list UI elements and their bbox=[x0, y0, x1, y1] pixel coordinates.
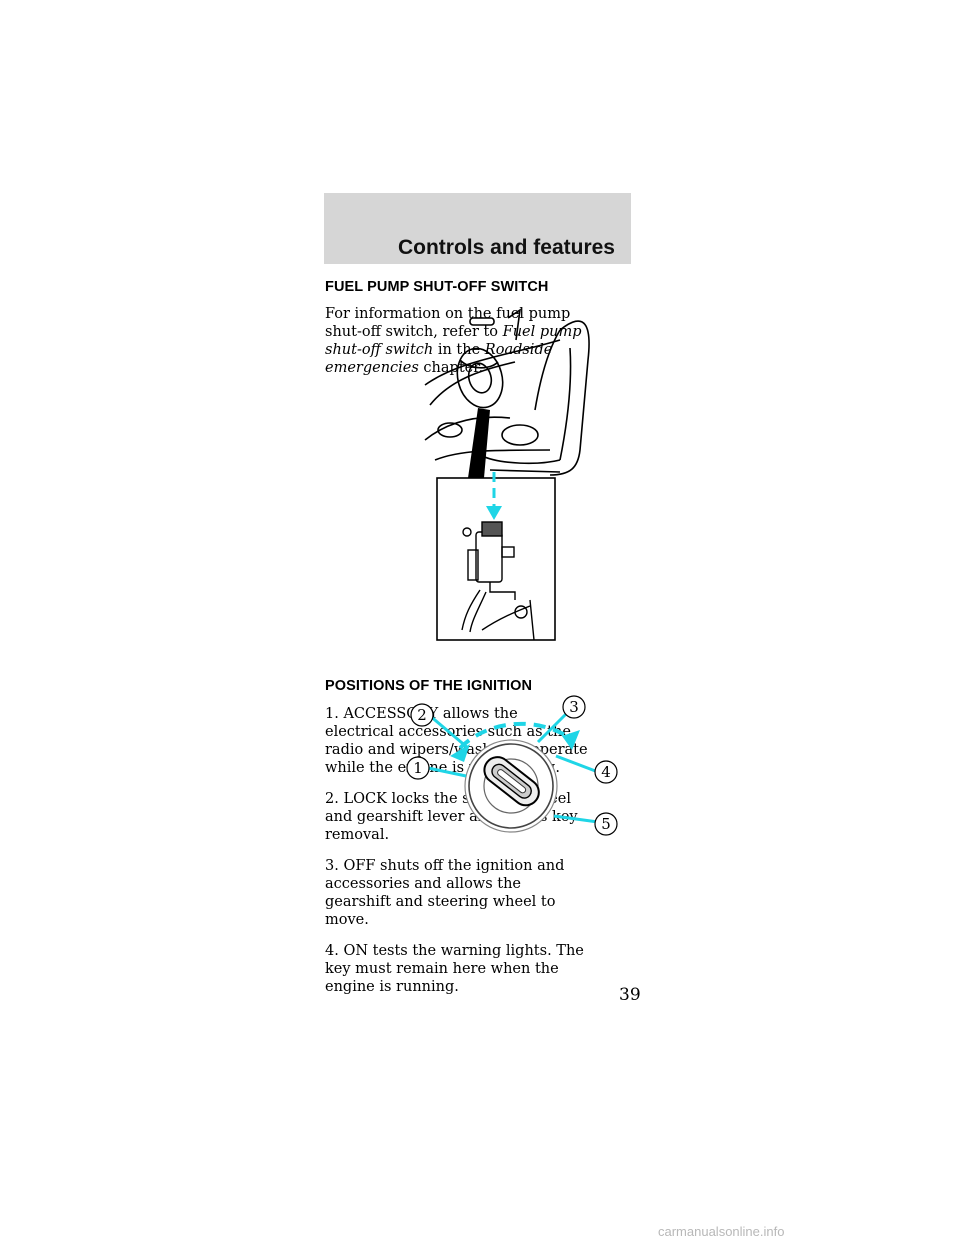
chapter-title: Controls and features bbox=[397, 236, 615, 259]
callout-1 bbox=[406, 756, 430, 780]
ignition-positions-list: 1. ACCESSORY allows the electrical acces… bbox=[325, 705, 590, 1009]
ignition-item-4: 4. ON tests the warning lights. The key … bbox=[325, 943, 584, 995]
callout-2 bbox=[410, 703, 434, 727]
callout-5-label: 5 bbox=[601, 815, 611, 833]
ignition-heading: POSITIONS OF THE IGNITION bbox=[325, 678, 533, 694]
page-number: 39 bbox=[619, 985, 641, 1005]
watermark-text: carmanualsonline.info bbox=[658, 1224, 785, 1239]
fuel-pump-switch-illustration bbox=[424, 308, 590, 641]
callout-3 bbox=[562, 695, 586, 719]
callout-5 bbox=[594, 812, 618, 836]
callout-4-label: 4 bbox=[601, 763, 611, 781]
callout-3-label: 3 bbox=[569, 698, 579, 716]
callout-1-label: 1 bbox=[413, 759, 423, 777]
ignition-switch-illustration: 2 3 4 1 5 bbox=[406, 695, 618, 836]
fuel-pump-heading: FUEL PUMP SHUT-OFF SWITCH bbox=[325, 279, 549, 295]
callout-4 bbox=[594, 760, 618, 784]
ignition-item-3: 3. OFF shuts off the ignition and access… bbox=[325, 858, 565, 928]
callout-2-label: 2 bbox=[417, 706, 427, 724]
chapter-header: Controls and features bbox=[324, 193, 631, 264]
